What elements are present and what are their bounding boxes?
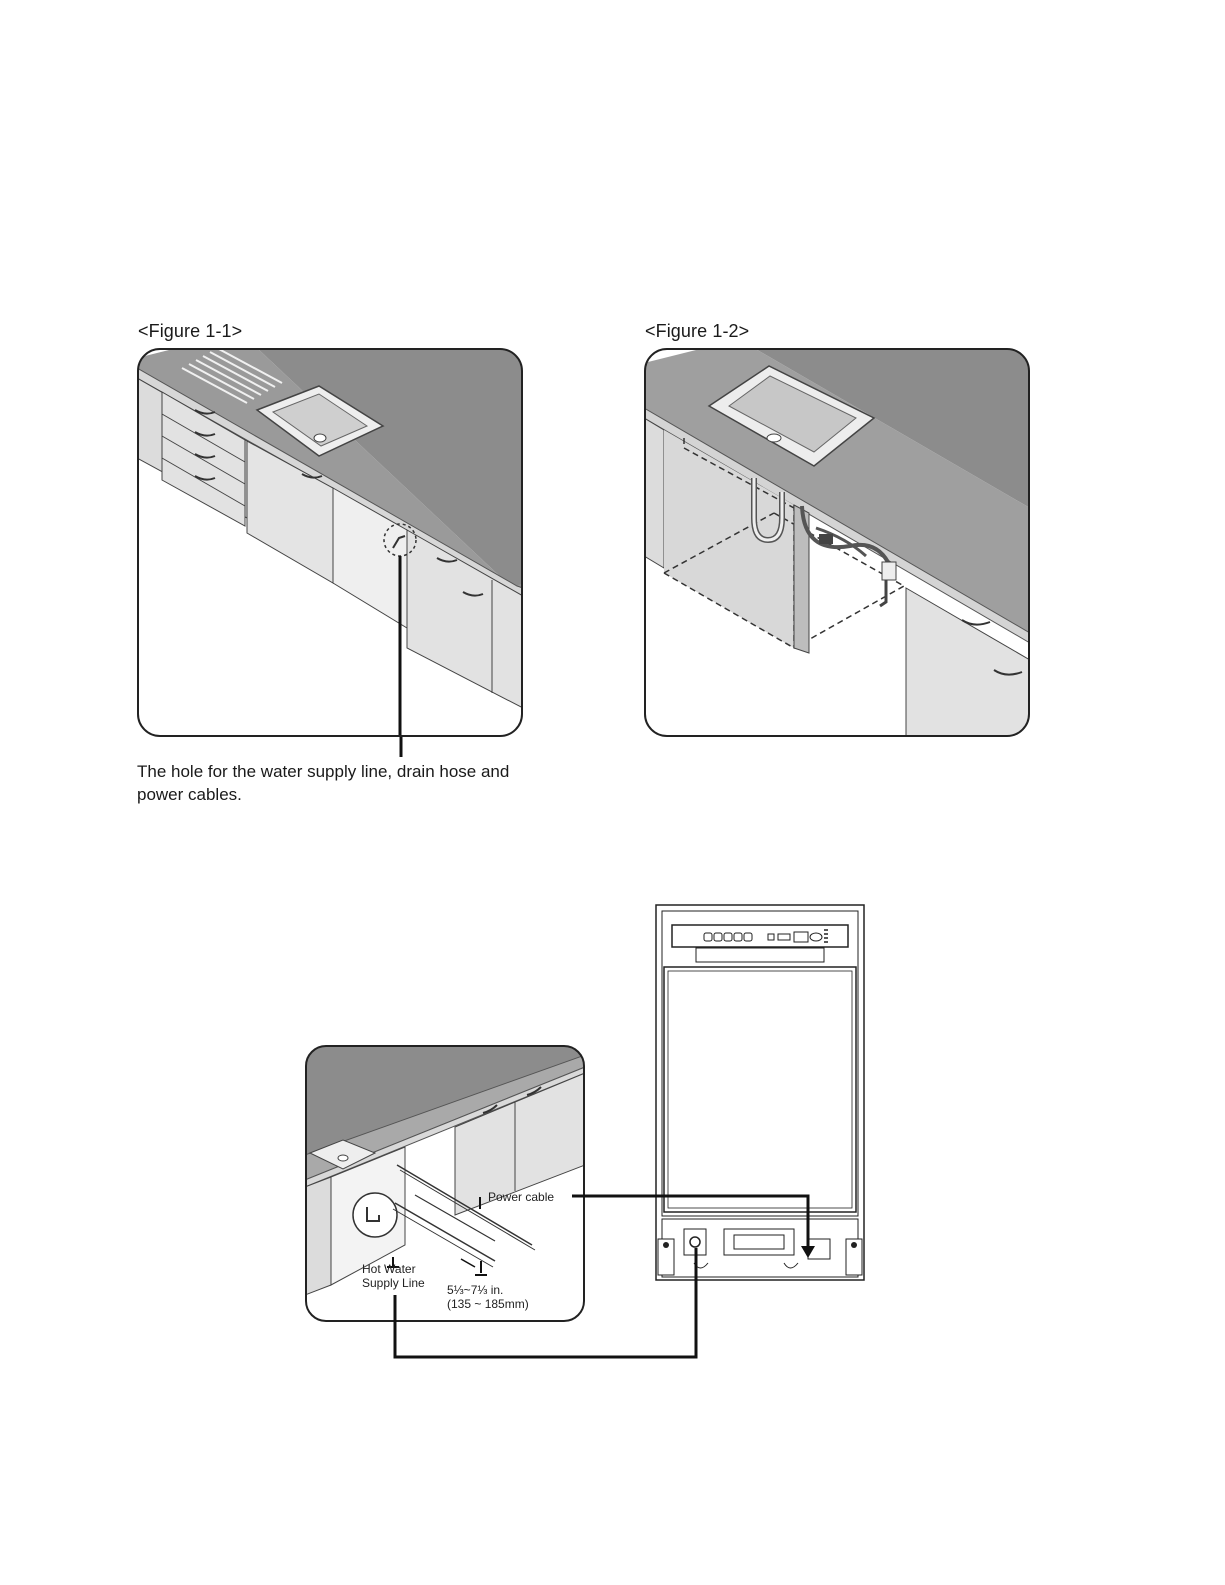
connector-lines xyxy=(0,0,1225,1585)
